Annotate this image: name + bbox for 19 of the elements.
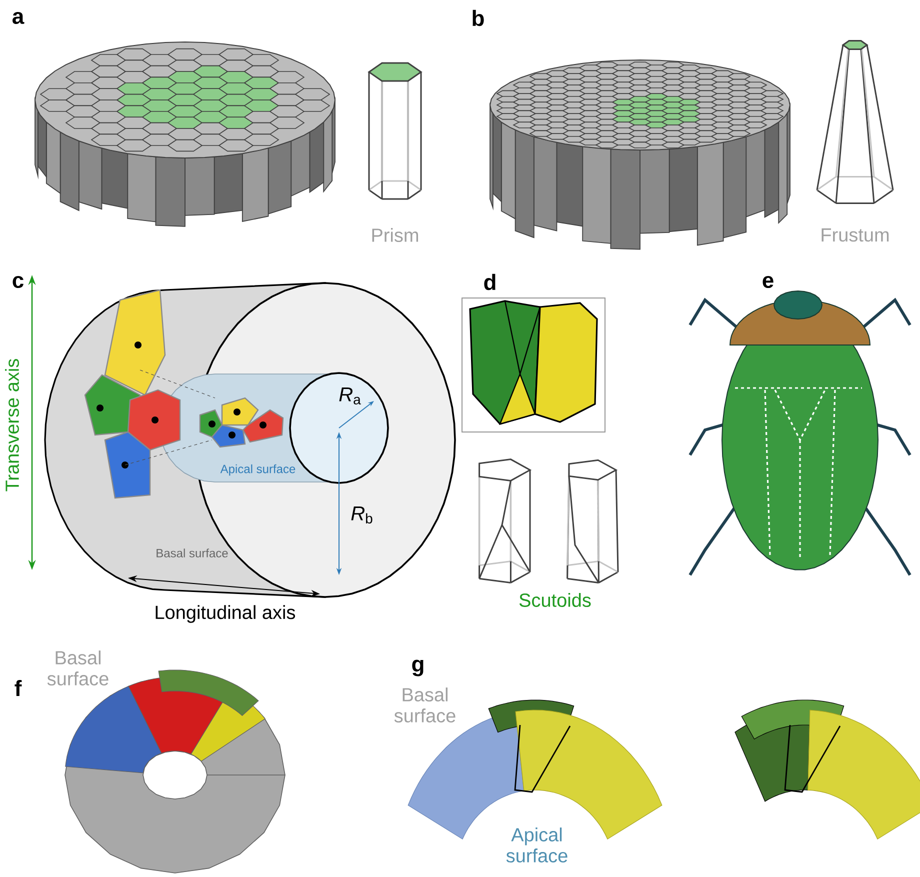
shape-label: Prism bbox=[372, 228, 418, 242]
panel-label: g bbox=[412, 660, 424, 676]
surface-label: Basal surface bbox=[394, 688, 456, 722]
axis-label: Longitudinal axis bbox=[156, 605, 296, 623]
panel-label: b bbox=[472, 10, 484, 26]
panel-label: a bbox=[12, 12, 24, 24]
shape-label: Frustum bbox=[822, 228, 889, 242]
panel-label: d bbox=[484, 274, 496, 290]
scutoids-label: Scutoids bbox=[519, 593, 591, 607]
surface-label: Apical surface bbox=[220, 464, 296, 476]
panel-label: e bbox=[762, 276, 774, 288]
surface-label: Basal surface bbox=[47, 650, 108, 686]
radius-label: R$_{a}$ bbox=[339, 388, 361, 404]
panel-label: f bbox=[14, 680, 22, 696]
surface-label: Apical surface bbox=[506, 828, 568, 862]
surface-label: Basal surface bbox=[156, 548, 228, 558]
radius-label: R$_{b}$ bbox=[351, 506, 372, 524]
axis-label: Transverse axis bbox=[5, 359, 19, 492]
panel-label: c bbox=[12, 276, 24, 288]
